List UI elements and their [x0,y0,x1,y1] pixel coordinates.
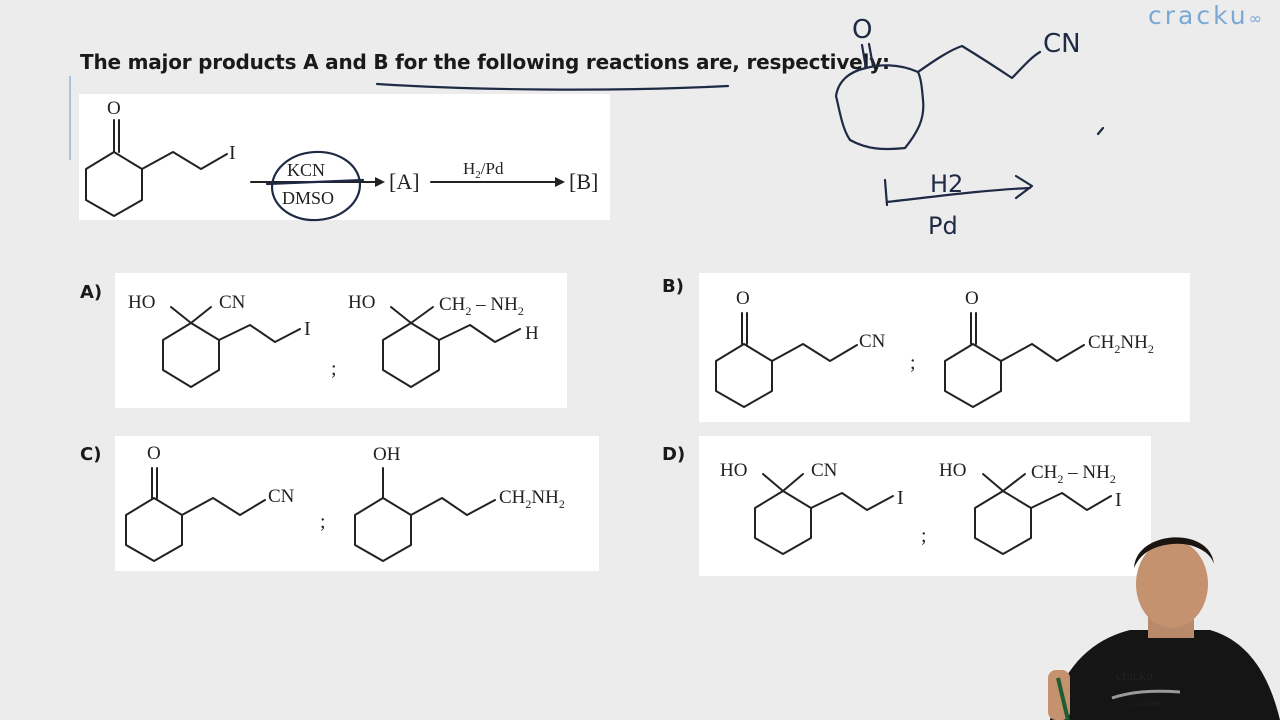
option-b-right-o: O [965,288,979,309]
option-d-right-i: I [1115,489,1122,511]
bond [762,473,784,492]
reagent-h2pd: H2/Pd [463,159,504,181]
ink-tick [1096,126,1105,136]
question-text: The major products A and B for the follo… [80,50,890,74]
option-a-right-h: H [525,323,539,344]
reagent-kcn: KCN [287,160,325,180]
option-a-right-chain [438,324,521,343]
option-a-label[interactable]: A) [80,282,103,303]
option-a-svg: HO CN I ; HO CH2 – NH2 H [128,292,539,388]
option-d-left-ho: HO [720,460,747,481]
option-a-separator: ; [331,358,337,380]
ink-oxygen: O [852,15,872,45]
presenter-shirt [1050,630,1280,720]
option-a-left-cn: CN [219,292,246,313]
product-b-label: [B] [569,169,598,194]
ink-underline [375,82,730,91]
ink-co-bond-2 [867,42,875,68]
option-b-left-cn: CN [859,331,886,352]
ink-chain [916,44,1042,80]
bond [170,306,192,324]
option-d-right-ch2nh2: CH2 – NH2 [1031,462,1116,486]
bond [390,306,412,324]
option-b-right-ch2nh2: CH2NH2 [1088,332,1154,356]
logo-glasses-icon: ∞ [1248,9,1265,28]
option-c-label[interactable]: C) [80,444,102,465]
shirt-logo: cracku [1116,669,1153,684]
pen-icon [1056,677,1070,720]
ink-arrow [883,174,1034,207]
option-a-left-i: I [304,318,311,340]
ink-co-bond [860,43,868,70]
option-a-card[interactable]: HO CN I ; HO CH2 – NH2 H [115,273,567,408]
option-c-left-chain [181,497,266,516]
reactant-iodine: I [229,142,236,164]
product-a-label: [A] [389,169,420,194]
option-c-right-oh: OH [373,444,401,465]
ink-pd: Pd [928,212,958,240]
cracku-logo: cracku∞ [1148,1,1265,30]
option-d-left-chain [810,492,894,511]
option-b-left-o: O [736,288,750,309]
option-d-right-chain [1030,492,1112,511]
option-b-label[interactable]: B) [662,276,684,297]
option-a-right-ch2nh2: CH2 – NH2 [439,294,524,318]
bond [782,473,804,492]
option-d-label[interactable]: D) [662,444,686,465]
option-a-right-ho: HO [348,292,375,313]
option-b-svg: O CN ; O CH2NH2 [715,288,1154,408]
option-d-separator: ; [921,525,927,547]
option-a-left-chain [218,324,301,343]
presenter-face [1136,540,1208,628]
option-c-right-ch2nh2: CH2NH2 [499,487,565,511]
option-b-right-chain [1000,343,1085,362]
option-b-card[interactable]: O CN ; O CH2NH2 [699,273,1190,422]
ink-h2: H2 [930,170,963,198]
option-d-right-ho: HO [939,460,966,481]
ink-strike [265,178,365,186]
reagent-dmso: DMSO [282,188,334,208]
option-c-card[interactable]: O CN ; OH CH2NH2 [115,436,599,571]
reaction-scheme: O I KCN DMSO [A] H2/Pd [B] [79,94,610,222]
arrow-2-head [555,177,565,187]
ink-cn: CN [1043,29,1081,59]
option-d-svg: HO CN I ; HO CH2 – NH2 I [720,460,1122,555]
reaction-scheme-svg: O I KCN DMSO [A] H2/Pd [B] [85,98,598,222]
shirt-subtext: LOADING [1132,700,1164,708]
option-c-left-cn: CN [268,486,295,507]
bond [982,473,1004,492]
option-c-separator: ; [320,511,326,533]
ink-circle-reagents [270,150,362,222]
option-c-right-chain [410,497,496,516]
bond [410,306,434,324]
shirt-bar [1111,689,1181,700]
option-d-card[interactable]: HO CN I ; HO CH2 – NH2 I [699,436,1151,576]
presenter-hair [1134,537,1214,568]
bond [1002,473,1026,492]
option-b-left-chain [771,343,858,362]
option-c-left-o: O [147,443,161,464]
presenter-video: cracku LOADING [1048,537,1280,720]
arrow-1-head [375,177,385,187]
option-d-left-i: I [897,487,904,509]
option-b-separator: ; [910,352,916,374]
bond [190,306,212,324]
option-c-svg: O CN ; OH CH2NH2 [125,443,565,562]
reactant-oxygen: O [107,98,121,119]
text-cursor [69,76,71,160]
option-d-left-cn: CN [811,460,838,481]
ink-ring [834,64,925,151]
reactant-side-chain [141,151,228,170]
option-a-left-ho: HO [128,292,155,313]
